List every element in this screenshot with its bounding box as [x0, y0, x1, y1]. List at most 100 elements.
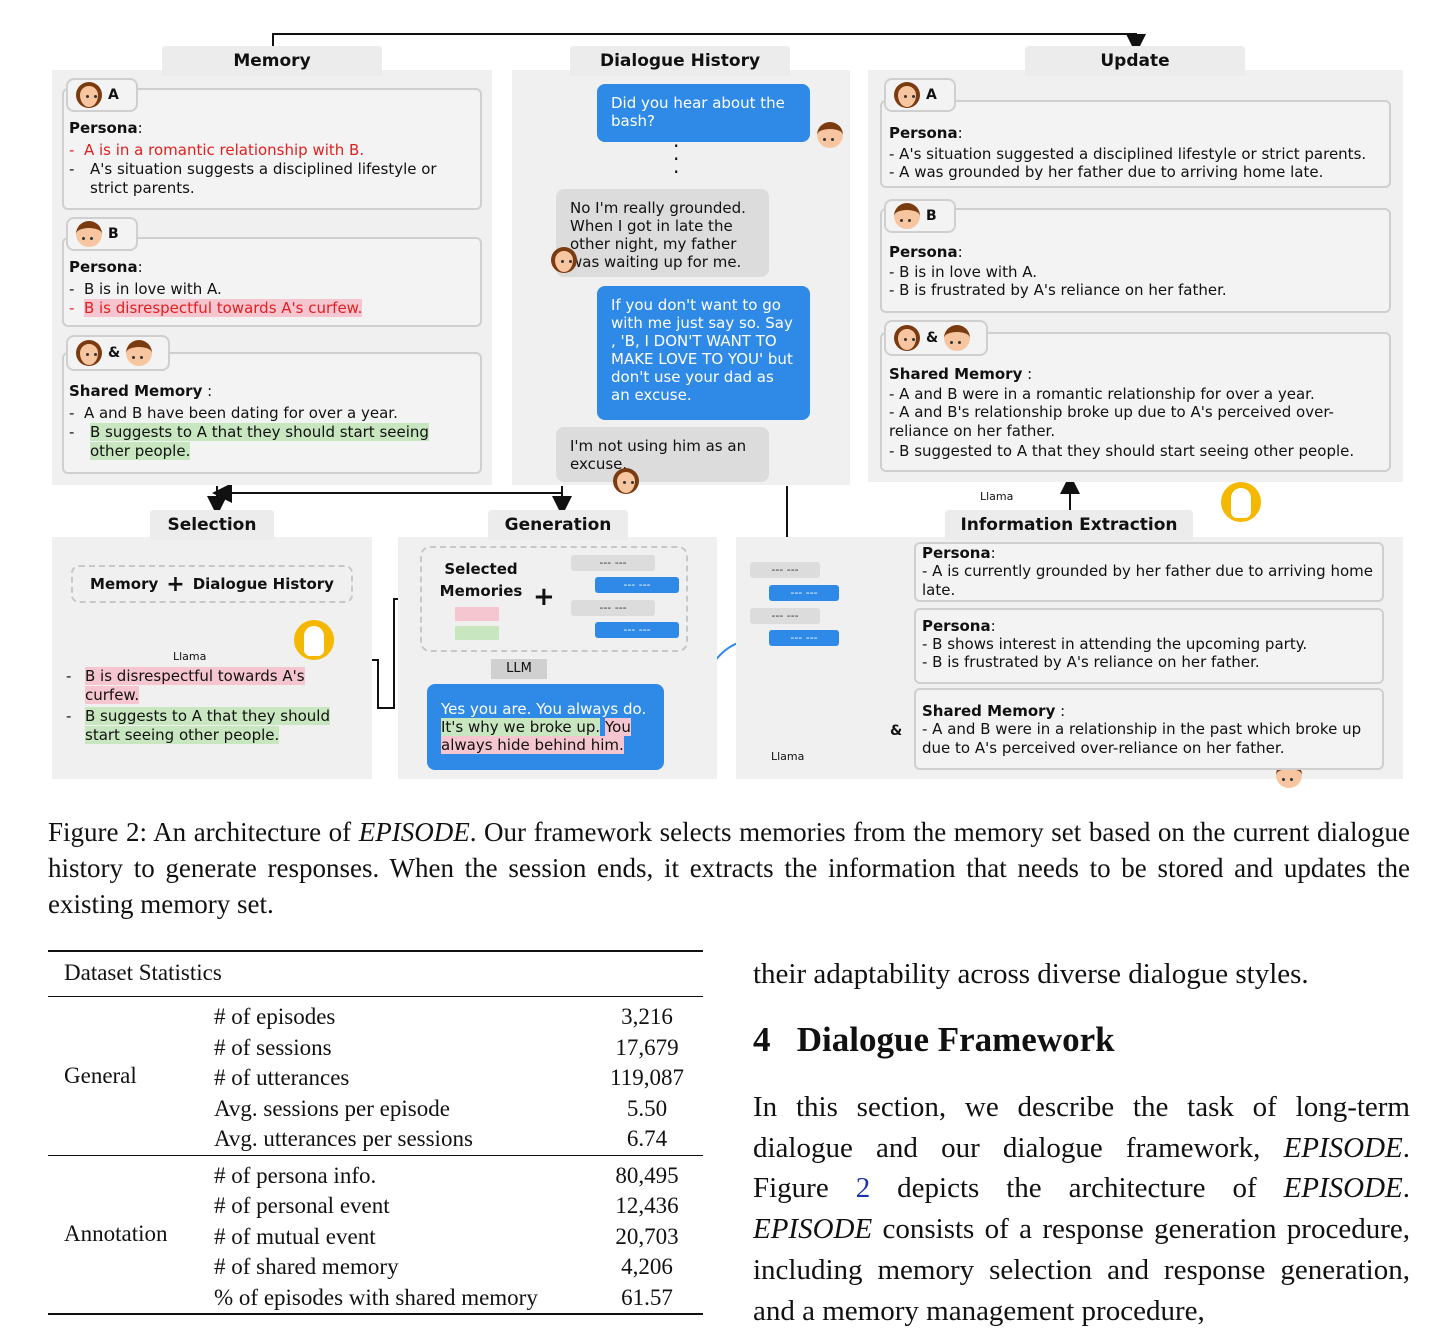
boy-avatar-icon	[76, 221, 102, 247]
extraction-p1-title: Persona:	[922, 544, 996, 562]
paragraph-em: EPISODE	[1283, 1131, 1403, 1164]
history-line: --- ---	[769, 585, 839, 601]
extraction-p3-title: Shared Memory :	[922, 702, 1066, 720]
girl-avatar-icon	[894, 325, 920, 351]
girl-avatar-icon	[76, 82, 102, 108]
table-cell-value: 6.74	[626, 1126, 668, 1152]
paragraph-part: consists of a response generation proced…	[753, 1213, 1410, 1327]
generated-response: Yes you are. You always do. It's why we …	[427, 684, 664, 770]
memory-a-item-1: -	[69, 160, 75, 178]
selection-input-box: Memory + Dialogue History	[71, 565, 353, 603]
history-line: --- ---	[595, 622, 679, 638]
update-b-box	[880, 208, 1391, 313]
green-memory-swatch	[455, 626, 499, 640]
table-cell-label: # of personal event	[214, 1193, 390, 1218]
update-shared-item-2: - B suggested to A that they should star…	[889, 442, 1355, 460]
table-cell-value: 17,679	[615, 1034, 679, 1060]
update-shared-title: Shared Memory :	[889, 365, 1033, 383]
update-a-box	[880, 100, 1391, 188]
selection-history-label: Dialogue History	[192, 575, 334, 593]
memory-b-label: B	[108, 226, 119, 242]
memory-b-persona-title: Persona:	[69, 258, 143, 276]
llama-top-label: Llama	[980, 490, 1014, 503]
generation-title: Generation	[488, 510, 628, 540]
update-title: Update	[1025, 46, 1245, 76]
boy-avatar-icon	[126, 340, 153, 366]
table-cell-label: # of episodes	[214, 1004, 336, 1029]
memory-a-box	[62, 88, 482, 210]
dialogue-msg-2: If you don't want to go with me just say…	[597, 286, 810, 420]
table-cell-value: 12,436	[615, 1193, 679, 1219]
paragraph-part: In this section, we describe the task of…	[753, 1091, 1410, 1164]
caption-name: EPISODE	[358, 817, 470, 847]
plus-icon: +	[166, 571, 185, 597]
extraction-title: Information Extraction	[945, 510, 1193, 540]
section-number: 4	[753, 1020, 771, 1059]
generation-input-box	[420, 546, 688, 652]
girl-avatar-icon	[551, 247, 578, 273]
update-a-label: A	[926, 87, 937, 103]
llm-label: LLM	[491, 659, 547, 679]
update-a-item-0: - A's situation suggested a disciplined …	[889, 145, 1367, 163]
section-heading: 4 Dialogue Framework	[753, 1020, 1115, 1060]
table-row: Avg. utterances per sessions 6.74	[48, 1124, 703, 1155]
update-b-item-0: - B is in love with A.	[889, 263, 1038, 281]
update-b-persona-title: Persona:	[889, 243, 963, 261]
update-b-item-1: - B is frustrated by A's reliance on her…	[889, 281, 1227, 299]
girl-avatar-icon	[894, 82, 920, 108]
table-row: % of episodes with shared memory 61.57	[48, 1283, 703, 1314]
dialogue-msg-1: No I'm really grounded. When I got in la…	[556, 189, 769, 277]
table-cell-label: Avg. sessions per episode	[214, 1095, 450, 1121]
dialogue-msg-3: I'm not using him as an excuse.	[556, 427, 769, 482]
extraction-persona-a	[914, 542, 1384, 602]
table-cell-label: Avg. utterances per sessions	[214, 1126, 473, 1151]
body-line-continuation: their adaptability across diverse dialog…	[753, 958, 1309, 990]
update-shared-item-0: - A and B were in a romantic relationshi…	[889, 385, 1315, 403]
dialogue-msg-0: Did you hear about the bash?	[597, 84, 810, 142]
section-title: Dialogue Framework	[796, 1020, 1115, 1059]
table-cell-label: # of utterances	[214, 1065, 350, 1090]
boy-avatar-icon	[817, 122, 843, 148]
memory-a-item-1-text: A's situation suggests a disciplined lif…	[90, 160, 437, 197]
section-paragraph: In this section, we describe the task of…	[753, 1087, 1410, 1341]
table-cell-label: % of episodes with shared memory	[214, 1284, 538, 1310]
figure-ref-link[interactable]: 2	[855, 1172, 871, 1205]
table-group-label: General	[64, 1062, 137, 1088]
table-cell-label: # of mutual event	[214, 1223, 376, 1249]
update-a-header: A	[884, 78, 956, 112]
table-cell-label: # of persona info.	[214, 1162, 377, 1188]
ampersand: &	[890, 723, 903, 739]
update-a-persona-title: Persona:	[889, 124, 963, 142]
table-top-rule	[48, 950, 703, 952]
table-cell-value: 3,216	[621, 1004, 673, 1030]
memory-b-header: B	[66, 217, 138, 251]
response-part-2: It's why we broke up.	[441, 718, 601, 736]
history-line: --- ---	[595, 577, 679, 593]
table-bottom-rule	[48, 1313, 703, 1315]
extraction-p1-item-0: - A is currently grounded by her father …	[922, 562, 1373, 599]
history-line: --- ---	[769, 630, 839, 646]
memory-a-item-0: - A is in a romantic relationship with B…	[69, 141, 365, 159]
memory-shared-item-1-dash: -	[69, 423, 75, 441]
extraction-p2-title: Persona:	[922, 617, 996, 635]
ampersand: &	[108, 345, 121, 361]
history-line: --- ---	[750, 608, 820, 624]
boy-avatar-icon	[894, 203, 920, 229]
table-cell-value: 119,087	[610, 1065, 684, 1091]
paragraph-part: .	[1402, 1172, 1410, 1205]
extraction-p3-item-0: - A and B were in a relationship in the …	[922, 720, 1362, 757]
girl-avatar-icon	[76, 340, 102, 366]
llama-icon	[294, 620, 335, 660]
table-cell-value: 80,495	[615, 1162, 679, 1188]
pink-memory-swatch	[455, 607, 499, 621]
caption-prefix: Figure 2: An architecture of	[48, 817, 359, 847]
ellipsis-dots: ···	[673, 134, 680, 184]
table-cell-value: 61.57	[621, 1284, 673, 1310]
figure-caption: Figure 2: An architecture of EPISODE. Ou…	[48, 814, 1410, 922]
memory-title: Memory	[162, 46, 382, 76]
history-line: --- ---	[571, 555, 655, 571]
table-row: # of utterances 119,087	[48, 1063, 703, 1094]
